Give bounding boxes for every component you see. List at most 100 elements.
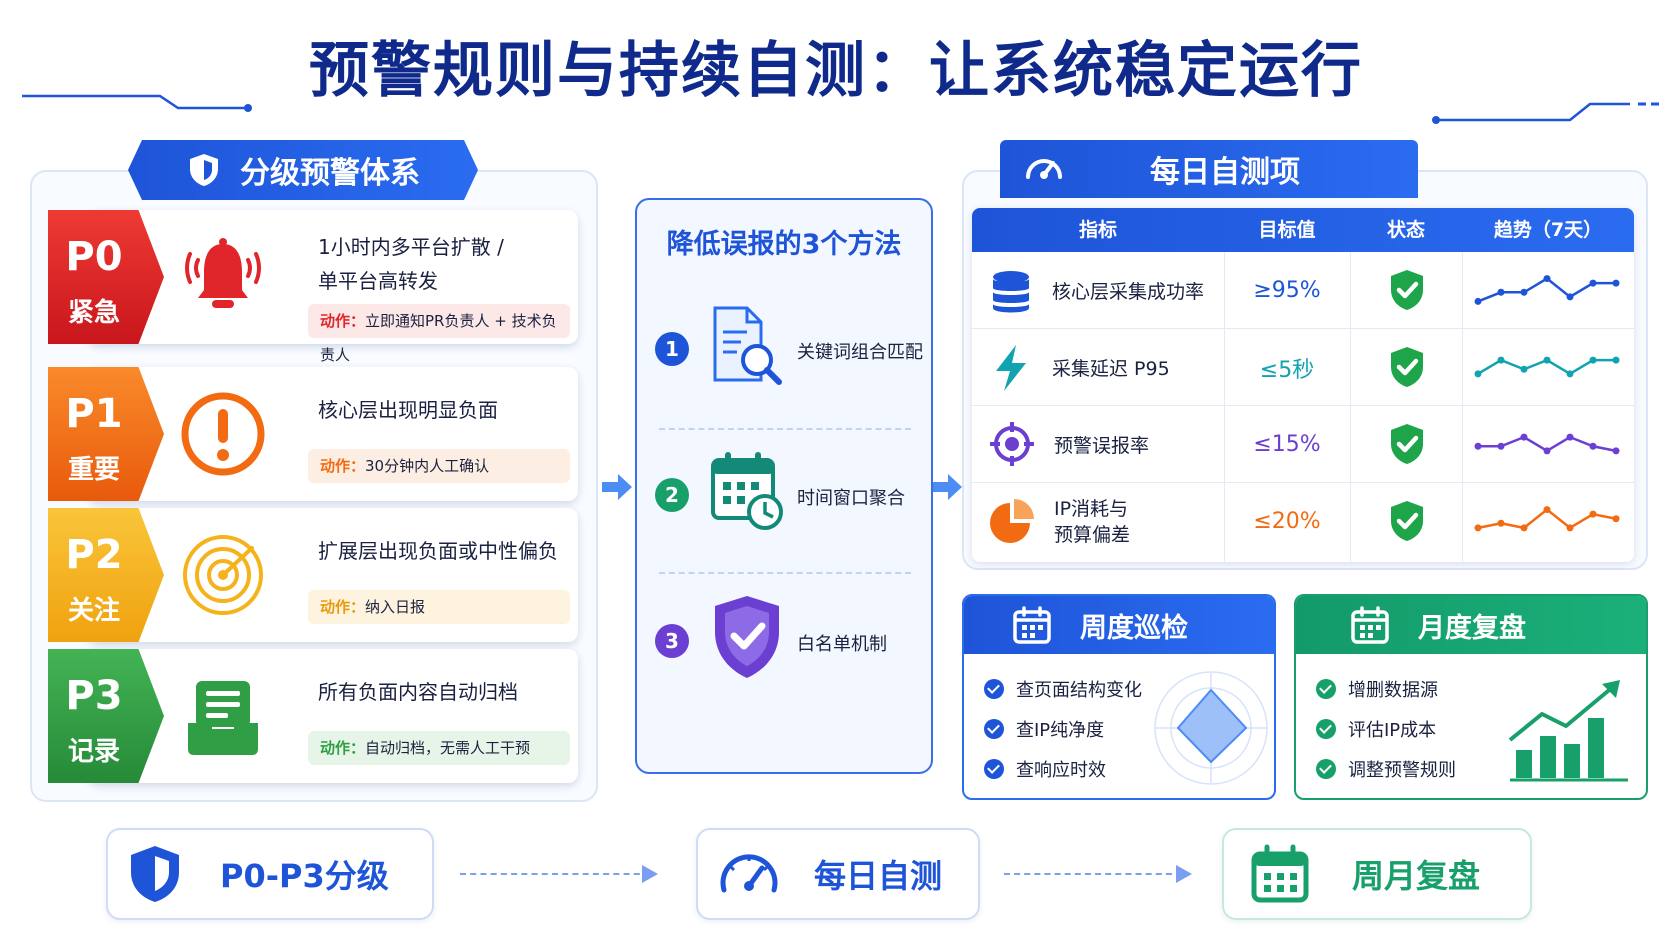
checklist-item: 查响应时效 [984, 756, 1106, 782]
checklist-label: 查页面结构变化 [1016, 680, 1142, 701]
trend-point [1612, 447, 1620, 455]
level-p0: P0 紧急 1小时内多平台扩散 / 单平台高转发 动作：立即通知PR负责人 + … [48, 210, 578, 364]
level-tag: P2 关注 [48, 508, 164, 642]
trend-point [1543, 506, 1551, 514]
radar-chart-icon [1154, 671, 1268, 785]
column-divider [1350, 252, 1351, 562]
action-text: 自动归档，无需人工干预 [365, 739, 531, 757]
table-row: 采集延迟 P95 ≤5秒 [972, 329, 1634, 406]
alert-levels-banner: 分级预警体系 [128, 140, 478, 200]
level-description: 所有负面内容自动归档 [318, 675, 518, 709]
weekly-inspection-panel: 周度巡检 查页面结构变化 查IP纯净度 查响应时效 [962, 594, 1276, 800]
trend-point [1520, 288, 1528, 296]
trend-point [1520, 365, 1528, 373]
metric-name: 预警误报率 [1054, 435, 1150, 457]
check-circle-icon [984, 679, 1004, 699]
table-row: 核心层采集成功率 ≥95% [972, 252, 1634, 329]
page-title: 预警规则与持续自测：让系统稳定运行 [309, 36, 1363, 106]
level-code: P2 [65, 532, 123, 578]
level-p2: P2 关注 扩展层出现负面或中性偏负 动作：纳入日报 [48, 508, 578, 642]
method-label: 关键词组合匹配 [797, 342, 923, 363]
level-tag: P0 紧急 [48, 210, 164, 344]
level-name: 紧急 [67, 298, 120, 328]
metric-name-line1: IP消耗与 [1054, 497, 1129, 520]
trend-point [1520, 433, 1528, 441]
level-code: P1 [65, 391, 123, 437]
metric-name: 核心层采集成功率 [1052, 281, 1205, 303]
growth-chart-icon [1508, 680, 1628, 782]
flow-connector [460, 873, 650, 875]
column-header: 趋势（7天） [1493, 219, 1603, 241]
column-divider [1224, 252, 1225, 562]
method-label: 白名单机制 [797, 634, 887, 655]
column-header: 状态 [1386, 219, 1425, 241]
trend-point [1497, 288, 1505, 296]
self-test-table: 指标 目标值 状态 趋势（7天） 核心层采集成功率 ≥95% 采集延迟 P95 … [972, 208, 1634, 562]
method-item: 2 时间窗口聚合 [637, 442, 931, 562]
monthly-review-title: 月度复盘 [1418, 612, 1526, 644]
status-ok-shield-icon [1391, 424, 1423, 464]
action-text: 立即通知PR负责人 + 技术负责人 [320, 312, 557, 364]
trend-point [1497, 442, 1505, 450]
calendar-icon [1251, 844, 1309, 903]
alarm-bell-icon [185, 238, 261, 308]
checklist-label: 评估IP成本 [1348, 720, 1437, 741]
checklist-label: 调整预警规则 [1348, 760, 1456, 781]
method-item: 1 关键词组合匹配 [637, 292, 931, 412]
trend-point [1520, 524, 1528, 532]
target-value: ≤20% [1253, 509, 1321, 534]
flow-step-label: 周月复盘 [1352, 857, 1481, 895]
level-p1: P1 重要 核心层出现明显负面 动作：30分钟内人工确认 [48, 367, 578, 501]
method-number: 1 [655, 332, 689, 366]
checklist-item: 调整预警规则 [1316, 756, 1456, 782]
arrowhead-icon [642, 865, 658, 883]
action-key: 动作： [320, 457, 366, 475]
document-search-icon [713, 306, 782, 385]
trend-point [1589, 442, 1597, 450]
monthly-review-header: 月度复盘 [1296, 596, 1646, 654]
trend-point [1474, 297, 1482, 305]
level-name: 关注 [67, 596, 120, 626]
table-row: 预警误报率 ≤15% [972, 406, 1634, 483]
checklist-item: 增删数据源 [1316, 676, 1438, 702]
level-description: 1小时内多平台扩散 / 单平台高转发 [318, 230, 504, 298]
level-code: P0 [65, 234, 123, 280]
method-label: 时间窗口聚合 [797, 488, 905, 509]
shield-icon [131, 846, 179, 902]
checklist-item: 评估IP成本 [1316, 716, 1436, 742]
action-key: 动作： [320, 312, 366, 330]
check-circle-icon [984, 759, 1004, 779]
level-action: 动作：纳入日报 [308, 590, 570, 624]
level-description: 扩展层出现负面或中性偏负 [318, 534, 558, 568]
column-divider [1462, 252, 1463, 562]
level-tag: P1 重要 [48, 367, 164, 501]
arrow-right-icon [932, 474, 962, 500]
level-name: 记录 [67, 737, 120, 767]
level-desc-line1: 所有负面内容自动归档 [318, 680, 518, 704]
level-desc-line1: 核心层出现明显负面 [318, 398, 498, 422]
arrow-right-icon [602, 474, 632, 500]
trend-point [1589, 279, 1597, 287]
check-circle-icon [1316, 679, 1336, 699]
checklist-label: 查响应时效 [1016, 760, 1106, 781]
exclamation-icon [181, 392, 265, 476]
lightning-icon [996, 345, 1026, 391]
alert-levels-title: 分级预警体系 [240, 156, 420, 191]
column-header: 指标 [1078, 219, 1117, 241]
level-desc-line1: 扩展层出现负面或中性偏负 [318, 539, 558, 563]
flow-step-grading: P0-P3分级 [106, 828, 434, 920]
trend-point [1497, 356, 1505, 364]
action-key: 动作： [320, 598, 366, 616]
action-text: 纳入日报 [365, 598, 426, 616]
title-decoration-right [1432, 102, 1660, 124]
metric-name-line2: 预算偏差 [1054, 523, 1131, 546]
trend-point [1474, 442, 1482, 450]
status-ok-shield-icon [1391, 270, 1423, 310]
level-p3: P3 记录 所有负面内容自动归档 动作：自动归档，无需人工干预 [48, 649, 578, 783]
checklist-label: 查IP纯净度 [1016, 720, 1105, 741]
trend-point [1589, 510, 1597, 518]
flow-step-review: 周月复盘 [1222, 828, 1532, 920]
action-text: 30分钟内人工确认 [365, 457, 490, 475]
title-decoration-left [22, 94, 252, 112]
check-circle-icon [984, 719, 1004, 739]
